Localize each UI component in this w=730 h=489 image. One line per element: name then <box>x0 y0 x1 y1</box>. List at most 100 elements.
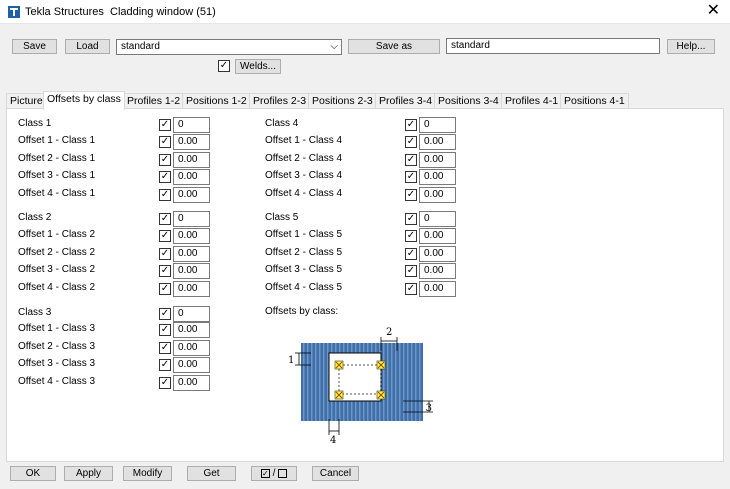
offset-1-class-5-field[interactable]: 0.00 <box>419 228 456 244</box>
save-as-button[interactable]: Save as <box>348 39 440 54</box>
offset-2-class-5-checkbox[interactable]: ✓ <box>405 248 417 260</box>
tab-offsets-by-class[interactable]: Offsets by class <box>43 91 125 110</box>
dimension-label-3: 3 <box>426 403 432 414</box>
checked-box-icon: ✓ <box>260 468 270 478</box>
offset-3-class-2-label: Offset 3 - Class 2 <box>18 264 96 275</box>
offset-2-class-4-checkbox[interactable]: ✓ <box>405 154 417 166</box>
tab-positions-1-2[interactable]: Positions 1-2 <box>182 93 251 109</box>
offset-2-class-5-label: Offset 2 - Class 5 <box>265 247 343 258</box>
offset-rectangle <box>338 364 382 395</box>
offset-3-class-1-checkbox[interactable]: ✓ <box>159 171 171 183</box>
offset-1-class-4-field[interactable]: 0.00 <box>419 134 456 150</box>
class-5-label: Class 5 <box>265 212 299 223</box>
offset-3-class-2-checkbox[interactable]: ✓ <box>159 265 171 277</box>
offset-1-class-1-checkbox[interactable]: ✓ <box>159 136 171 148</box>
tab-picture[interactable]: Picture <box>6 93 47 109</box>
offset-4-class-5-field[interactable]: 0.00 <box>419 281 456 297</box>
tab-positions-3-4[interactable]: Positions 3-4 <box>434 93 503 109</box>
class-2-field[interactable]: 0 <box>173 211 210 227</box>
offset-2-class-1-label: Offset 2 - Class 1 <box>18 153 96 164</box>
welds-checkbox[interactable]: ✓ <box>218 60 230 72</box>
preset-select[interactable]: standard ⌵ <box>116 39 342 55</box>
offset-1-class-4-checkbox[interactable]: ✓ <box>405 136 417 148</box>
offset-4-class-3-checkbox[interactable]: ✓ <box>159 377 171 389</box>
welds-button[interactable]: Welds... <box>235 59 281 74</box>
class-1-checkbox[interactable]: ✓ <box>159 119 171 131</box>
class-3-field[interactable]: 0 <box>173 306 210 322</box>
tab-profiles-4-1[interactable]: Profiles 4-1 <box>501 93 563 109</box>
offset-2-class-3-field[interactable]: 0.00 <box>173 340 210 356</box>
apply-button[interactable]: Apply <box>64 466 113 481</box>
offset-1-class-3-field[interactable]: 0.00 <box>173 322 210 338</box>
unchecked-box-icon <box>278 468 288 478</box>
save-as-field[interactable]: standard <box>446 38 660 54</box>
offset-2-class-1-checkbox[interactable]: ✓ <box>159 154 171 166</box>
class-1-label: Class 1 <box>18 118 52 129</box>
offset-1-class-1-field[interactable]: 0.00 <box>173 134 210 150</box>
offset-2-class-5-field[interactable]: 0.00 <box>419 246 456 262</box>
tab-profiles-1-2[interactable]: Profiles 1-2 <box>123 93 185 109</box>
marker-crosses <box>335 361 385 399</box>
tab-profiles-3-4[interactable]: Profiles 3-4 <box>375 93 437 109</box>
help-button[interactable]: Help... <box>667 39 715 54</box>
close-icon[interactable]: ✕ <box>706 2 720 19</box>
tab-profiles-2-3[interactable]: Profiles 2-3 <box>249 93 311 109</box>
toggle-all-button[interactable]: ✓ / <box>251 466 297 481</box>
offset-4-class-1-field[interactable]: 0.00 <box>173 187 210 203</box>
offset-3-class-3-label: Offset 3 - Class 3 <box>18 358 96 369</box>
tab-positions-2-3[interactable]: Positions 2-3 <box>308 93 377 109</box>
ok-button[interactable]: OK <box>10 466 56 481</box>
save-button[interactable]: Save <box>12 39 57 54</box>
offset-2-class-2-field[interactable]: 0.00 <box>173 246 210 262</box>
offset-4-class-2-label: Offset 4 - Class 2 <box>18 282 96 293</box>
offset-2-class-3-checkbox[interactable]: ✓ <box>159 342 171 354</box>
offset-2-class-2-checkbox[interactable]: ✓ <box>159 248 171 260</box>
offset-3-class-4-field[interactable]: 0.00 <box>419 169 456 185</box>
offset-2-class-2-label: Offset 2 - Class 2 <box>18 247 96 258</box>
offset-1-class-2-label: Offset 1 - Class 2 <box>18 229 96 240</box>
offset-1-class-3-checkbox[interactable]: ✓ <box>159 324 171 336</box>
offset-3-class-5-checkbox[interactable]: ✓ <box>405 265 417 277</box>
offset-4-class-2-checkbox[interactable]: ✓ <box>159 283 171 295</box>
offset-3-class-3-field[interactable]: 0.00 <box>173 357 210 373</box>
class-5-field[interactable]: 0 <box>419 211 456 227</box>
offset-1-class-4-label: Offset 1 - Class 4 <box>265 135 343 146</box>
cancel-button[interactable]: Cancel <box>312 466 359 481</box>
dimension-lines <box>295 337 433 435</box>
class-4-field[interactable]: 0 <box>419 117 456 133</box>
offset-3-class-2-field[interactable]: 0.00 <box>173 263 210 279</box>
load-button[interactable]: Load <box>65 39 110 54</box>
offsets-by-class-title: Offsets by class: <box>265 306 339 317</box>
class-2-checkbox[interactable]: ✓ <box>159 213 171 225</box>
offset-2-class-4-label: Offset 2 - Class 4 <box>265 153 343 164</box>
class-4-checkbox[interactable]: ✓ <box>405 119 417 131</box>
offset-2-class-4-field[interactable]: 0.00 <box>419 152 456 168</box>
class-3-checkbox[interactable]: ✓ <box>159 308 171 320</box>
offset-3-class-1-field[interactable]: 0.00 <box>173 169 210 185</box>
offset-4-class-1-checkbox[interactable]: ✓ <box>159 189 171 201</box>
class-1-field[interactable]: 0 <box>173 117 210 133</box>
class-3-label: Class 3 <box>18 307 52 318</box>
modify-button[interactable]: Modify <box>123 466 172 481</box>
offset-3-class-4-checkbox[interactable]: ✓ <box>405 171 417 183</box>
offset-4-class-4-checkbox[interactable]: ✓ <box>405 189 417 201</box>
offset-4-class-5-checkbox[interactable]: ✓ <box>405 283 417 295</box>
offset-1-class-5-checkbox[interactable]: ✓ <box>405 230 417 242</box>
offset-1-class-2-field[interactable]: 0.00 <box>173 228 210 244</box>
class-2-label: Class 2 <box>18 212 52 223</box>
offset-1-class-2-checkbox[interactable]: ✓ <box>159 230 171 242</box>
tab-panel-offsets-by-class: Class 1 ✓ 0 Offset 1 - Class 1 ✓ 0.00 Of… <box>6 108 724 462</box>
offset-4-class-5-label: Offset 4 - Class 5 <box>265 282 343 293</box>
get-button[interactable]: Get <box>187 466 236 481</box>
offset-1-class-1-label: Offset 1 - Class 1 <box>18 135 96 146</box>
offset-4-class-2-field[interactable]: 0.00 <box>173 281 210 297</box>
dimension-label-2: 2 <box>386 327 392 338</box>
offset-2-class-1-field[interactable]: 0.00 <box>173 152 210 168</box>
class-5-checkbox[interactable]: ✓ <box>405 213 417 225</box>
offset-3-class-3-checkbox[interactable]: ✓ <box>159 359 171 371</box>
tab-positions-4-1[interactable]: Positions 4-1 <box>560 93 629 109</box>
offset-4-class-3-field[interactable]: 0.00 <box>173 375 210 391</box>
offset-4-class-4-field[interactable]: 0.00 <box>419 187 456 203</box>
offset-3-class-5-field[interactable]: 0.00 <box>419 263 456 279</box>
title-bar: Tekla Structures Cladding window (51) ✕ <box>0 0 730 24</box>
